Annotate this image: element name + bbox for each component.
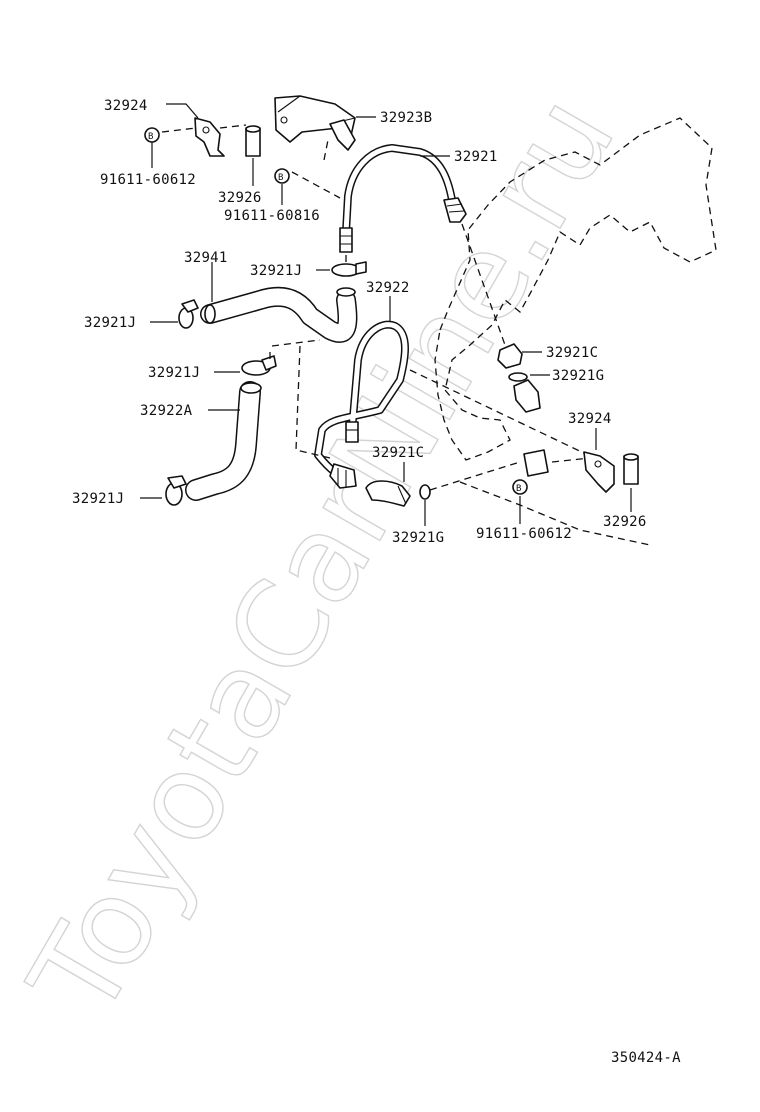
pipe-32922-end [345, 421, 359, 443]
o-ring-32921G-right [508, 372, 528, 382]
label-32921J-d: 32921J [72, 491, 124, 507]
label-91611-60612-top: 91611-60612 [100, 172, 196, 188]
svg-text:B: B [516, 484, 522, 494]
label-91611-60816: 91611-60816 [224, 208, 320, 224]
sleeve-right [523, 449, 549, 477]
label-32921J-b: 32921J [84, 315, 136, 331]
pipe-32922-fitting [329, 463, 357, 489]
label-32921J-c: 32921J [148, 365, 200, 381]
bolt-marker-top-center: B [274, 168, 290, 184]
label-32941: 32941 [184, 250, 228, 266]
transmission-outline [434, 117, 717, 461]
label-32921C-mid: 32921C [372, 445, 424, 461]
hose-clamp-32921J-bottom [165, 475, 187, 506]
label-32924-bottom: 32924 [568, 411, 612, 427]
label-32926-bottom: 32926 [603, 514, 647, 530]
pipe-32921-lower-end [339, 227, 353, 253]
bracket-32923B-leg [329, 119, 356, 151]
label-32922: 32922 [366, 280, 410, 296]
hose-clamp-32921J-left [178, 299, 199, 329]
label-32921J-a: 32921J [250, 263, 302, 279]
label-32926-top: 32926 [218, 190, 262, 206]
short-hose-right [513, 379, 541, 413]
diagram-id: 350424-A [611, 1050, 681, 1066]
label-32921G-mid: 32921G [392, 530, 444, 546]
union-32921C-right [497, 343, 523, 369]
clamp-32924-bottom [583, 451, 615, 493]
hose-clamp-32921J-mid [241, 355, 277, 376]
o-ring-32921G-mid [419, 484, 431, 500]
label-32921: 32921 [454, 149, 498, 165]
svg-text:B: B [278, 173, 284, 183]
bolt-marker-top-left: B [144, 127, 160, 143]
clamp-32924-top [194, 117, 225, 157]
label-32923B: 32923B [380, 110, 432, 126]
hose-clamp-32921J-top [331, 261, 367, 277]
bolt-marker-bottom: B [512, 479, 528, 495]
label-32921C-right: 32921C [546, 345, 598, 361]
watermark: ToyotaCarNine.ru [4, 74, 642, 1040]
label-32921G-right: 32921G [552, 368, 604, 384]
label-32922A: 32922A [140, 403, 193, 419]
svg-text:B: B [148, 132, 154, 142]
label-32924-top: 32924 [104, 98, 148, 114]
label-91611-60612-bottom: 91611-60612 [476, 526, 572, 542]
